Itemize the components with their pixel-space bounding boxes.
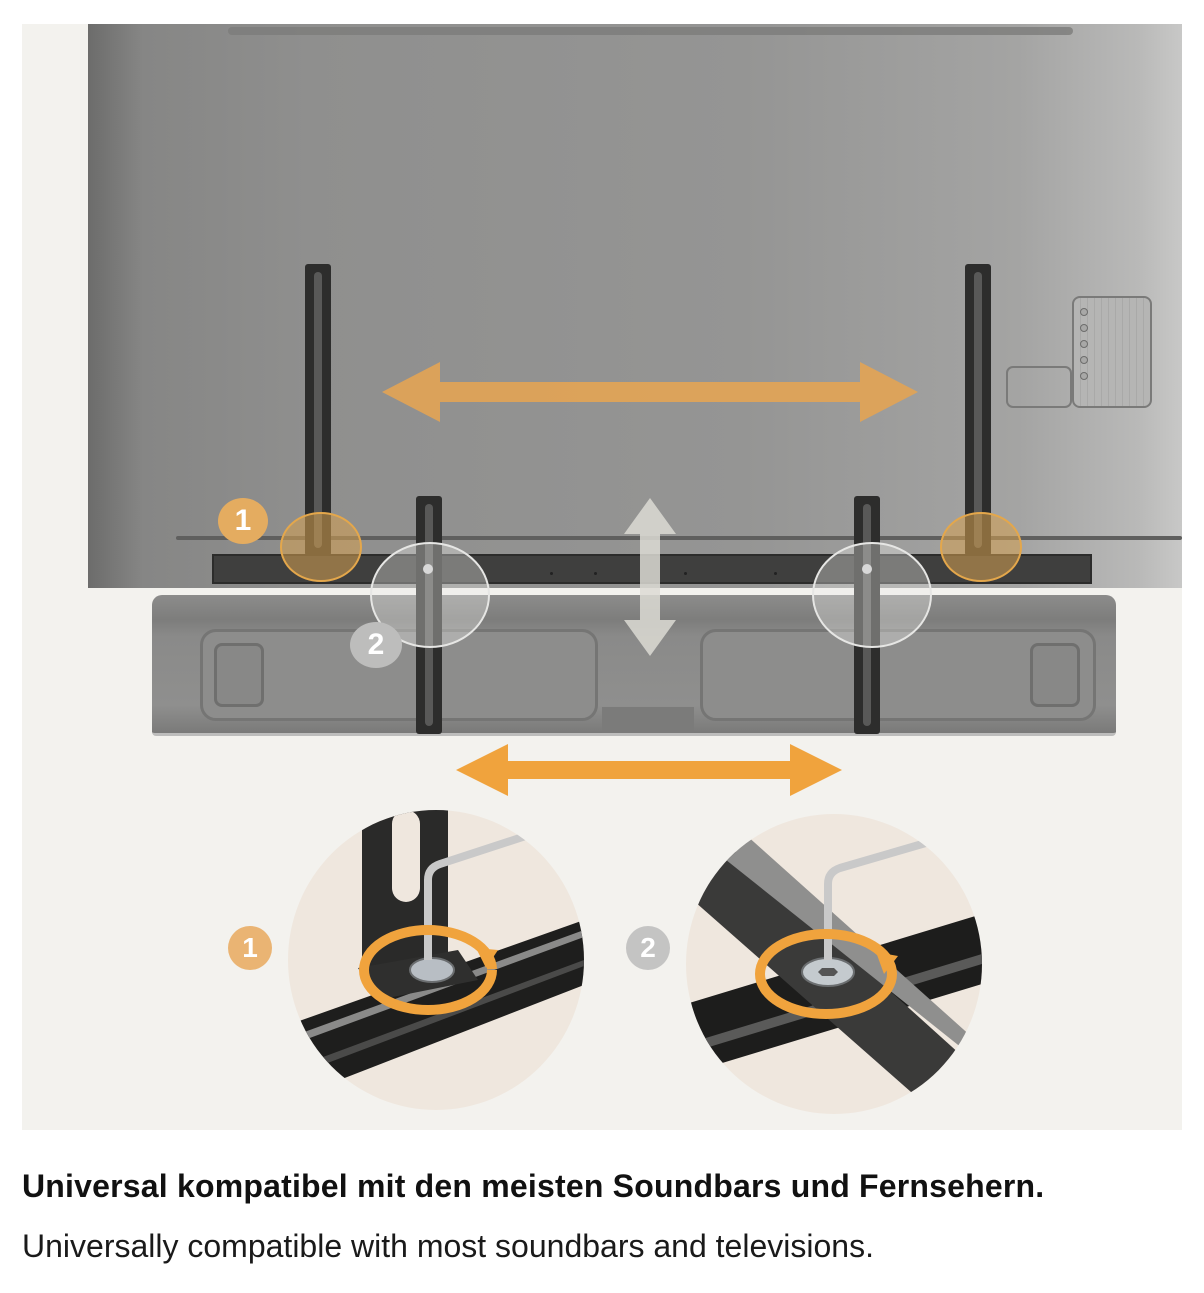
step2-highlight-right [812, 542, 932, 648]
step-badge-1: 1 [218, 498, 268, 544]
soundbar-button-left [214, 643, 264, 707]
step1-highlight-right [940, 512, 1022, 582]
soundbar-bracket-width-arrow-icon [456, 744, 842, 796]
caption-german: Universal kompatibel mit den meisten Sou… [22, 1168, 1045, 1204]
detail-inset-step-2 [686, 814, 982, 1114]
port-hole [1080, 340, 1088, 348]
tv-port-cover [1006, 366, 1072, 408]
detail-inset-step-1 [288, 810, 584, 1110]
tv-edge-line [176, 536, 1182, 540]
tv-io-panel [1072, 296, 1152, 408]
tv-bracket-left [305, 264, 331, 556]
hex-key-tighten-illustration-2 [686, 826, 982, 1114]
port-hole [1080, 356, 1088, 364]
hex-key-tighten-illustration-1 [288, 810, 584, 1100]
rail-screw [774, 572, 777, 575]
tv-vent [228, 27, 1073, 35]
rail-screw [550, 572, 553, 575]
port-hole [1080, 308, 1088, 316]
caption-english: Universally compatible with most soundba… [22, 1228, 874, 1264]
product-illustration: 1 2 1 2 [22, 24, 1182, 1130]
inset-step-badge-1: 1 [228, 926, 272, 970]
port-hole [1080, 372, 1088, 380]
screw-icon [423, 564, 433, 574]
screw-icon [862, 564, 872, 574]
step-badge-2: 2 [350, 622, 402, 668]
step1-highlight-left [280, 512, 362, 582]
height-adjust-arrow-icon [624, 498, 676, 656]
soundbar-center-notch [602, 707, 694, 733]
rail-screw [684, 572, 687, 575]
inset-step-badge-2: 2 [626, 926, 670, 970]
port-hole [1080, 324, 1088, 332]
soundbar-button-right [1030, 643, 1080, 707]
tv-bracket-width-arrow-icon [382, 362, 918, 422]
rail-screw [594, 572, 597, 575]
tv-bracket-right [965, 264, 991, 556]
